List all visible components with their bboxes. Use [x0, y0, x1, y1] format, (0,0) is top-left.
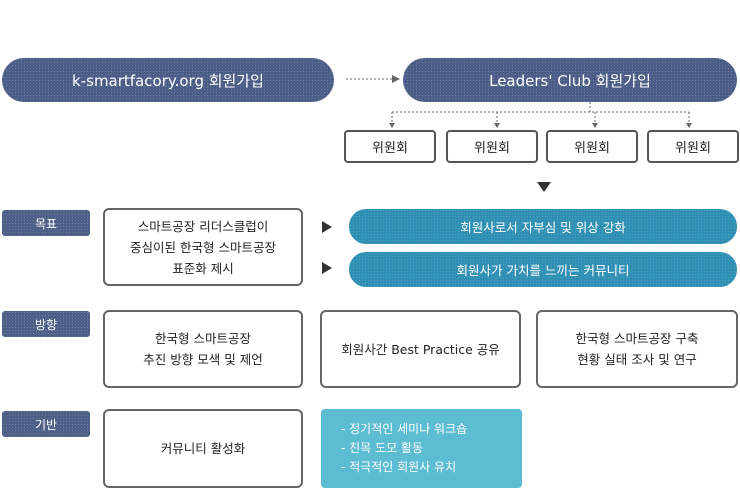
leaders-club-signup-label: Leaders' Club 회원가입 — [489, 71, 651, 90]
direction-box-1: 한국형 스마트공장 추진 방향 모색 및 제언 — [103, 310, 303, 388]
direction-box-line: 회원사간 Best Practice 공유 — [341, 341, 500, 357]
ksmart-signup-pill: k-smartfacory.org 회원가입 — [2, 58, 334, 102]
base-box-line: 커뮤니티 활성화 — [160, 441, 246, 456]
direction-tag: 방향 — [2, 311, 90, 337]
goal-tag-label: 목표 — [34, 216, 58, 231]
base-tag-label: 기반 — [34, 417, 58, 432]
direction-box-3: 한국형 스마트공장 구축 현황 실태 조사 및 연구 — [536, 310, 738, 388]
goal-outcome-pill-1: 회원사로서 자부심 및 위상 강화 — [349, 209, 737, 244]
goal-box-line: 스마트공장 리더스클럽이 — [137, 218, 269, 234]
base-tag: 기반 — [2, 411, 90, 437]
direction-box-line: 한국형 스마트공장 구축 — [575, 331, 699, 346]
goal-outcome-pill-2: 회원사가 가치를 느끼는 커뮤니티 — [349, 252, 737, 287]
direction-tag-label: 방향 — [34, 317, 58, 332]
direction-box-line: 추진 방향 모색 및 제언 — [143, 352, 263, 367]
direction-box-2: 회원사간 Best Practice 공유 — [320, 310, 521, 388]
activity-item: - 적극적인 회원사 유치 — [341, 460, 457, 474]
base-activities-box: - 정기적인 세미나 워크숍 - 친목 도모 활동 - 적극적인 회원사 유치 — [321, 409, 522, 488]
activity-item: - 정기적인 세미나 워크숍 — [341, 422, 468, 436]
committee-box-3: 위원회 — [546, 130, 638, 163]
committee-label: 위원회 — [474, 141, 510, 156]
goal-outcome-label: 회원사가 가치를 느끼는 커뮤니티 — [456, 263, 630, 278]
base-box: 커뮤니티 활성화 — [103, 409, 303, 488]
ksmart-signup-label: k-smartfacory.org 회원가입 — [72, 71, 264, 90]
goal-box: 스마트공장 리더스클럽이 중심이된 한국형 스마트공장 표준화 제시 — [103, 208, 303, 286]
committee-label: 위원회 — [574, 141, 610, 156]
activity-item: - 친목 도모 활동 — [341, 441, 424, 455]
goal-box-line: 표준화 제시 — [172, 260, 234, 276]
direction-box-line: 한국형 스마트공장 — [155, 331, 251, 346]
committee-box-4: 위원회 — [647, 130, 739, 163]
right-arrow-icon — [322, 262, 332, 274]
leaders-club-signup-pill: Leaders' Club 회원가입 — [403, 58, 737, 102]
down-arrow-icon — [537, 182, 551, 192]
goal-box-line: 중심이된 한국형 스마트공장 — [130, 239, 276, 255]
committee-label: 위원회 — [675, 141, 711, 156]
committee-box-2: 위원회 — [446, 130, 538, 163]
direction-box-line: 현황 실태 조사 및 연구 — [577, 352, 697, 367]
committee-label: 위원회 — [372, 141, 408, 156]
committee-box-1: 위원회 — [344, 130, 436, 163]
goal-outcome-label: 회원사로서 자부심 및 위상 강화 — [460, 220, 626, 235]
right-arrow-icon — [322, 221, 332, 233]
goal-tag: 목표 — [2, 210, 90, 236]
